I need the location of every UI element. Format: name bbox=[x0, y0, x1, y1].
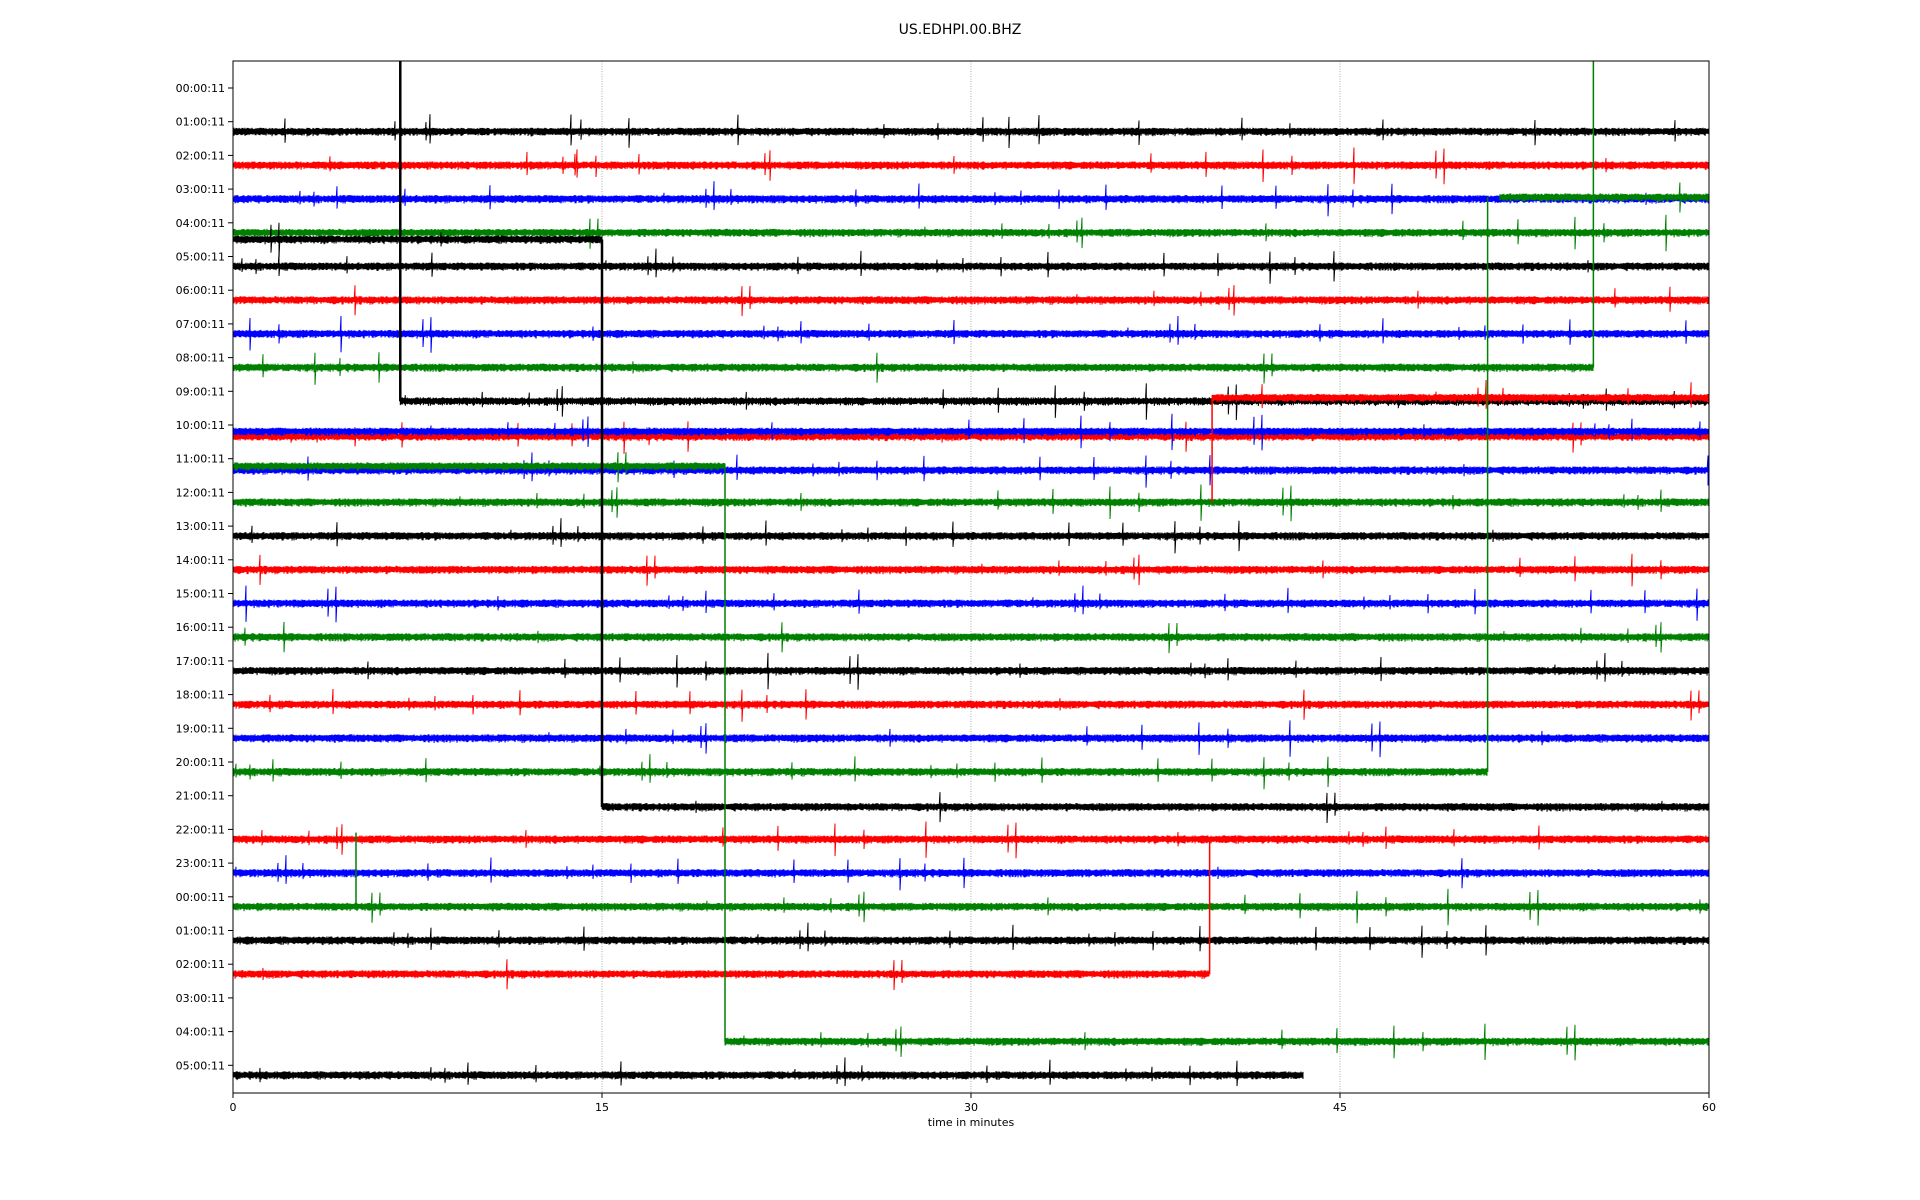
y-tick-label: 02:00:11 bbox=[176, 958, 225, 971]
y-tick-label: 03:00:11 bbox=[176, 183, 225, 196]
trace-green-28 bbox=[232, 888, 1710, 926]
y-tick-label: 05:00:11 bbox=[176, 1059, 225, 1072]
y-tick-label: 06:00:11 bbox=[176, 284, 225, 297]
trace-blue-27 bbox=[232, 855, 1710, 891]
y-tick-label: 23:00:11 bbox=[176, 857, 225, 870]
trace-green-31 bbox=[724, 1023, 1710, 1061]
y-tick-label: 15:00:11 bbox=[176, 588, 225, 601]
y-tick-label: 22:00:11 bbox=[176, 823, 225, 836]
y-tick-label: 20:00:11 bbox=[176, 756, 225, 769]
trace-red-7 bbox=[232, 285, 1710, 317]
y-tick-label: 05:00:11 bbox=[176, 251, 225, 264]
y-tick-label: 01:00:11 bbox=[176, 116, 225, 129]
trace-black-0 bbox=[232, 114, 1710, 149]
x-axis: 0 15 30 45 60 bbox=[230, 1093, 1716, 1114]
trace-red-26 bbox=[232, 821, 1710, 859]
trace-red-30 bbox=[232, 959, 1210, 991]
y-tick-label: 21:00:11 bbox=[176, 790, 225, 803]
trace-black-32 bbox=[232, 1057, 1304, 1087]
y-tick-label: 18:00:11 bbox=[176, 689, 225, 702]
y-tick-label: 02:00:11 bbox=[176, 149, 225, 162]
trace-green-20 bbox=[232, 621, 1710, 654]
x-tick-label: 15 bbox=[595, 1101, 609, 1114]
trace-black-6 bbox=[232, 248, 1710, 284]
x-axis-label: time in minutes bbox=[928, 1116, 1015, 1129]
y-tick-label: 08:00:11 bbox=[176, 352, 225, 365]
y-tick-label: 00:00:11 bbox=[176, 891, 225, 904]
trace-black-21 bbox=[232, 652, 1710, 690]
trace-green-15 bbox=[232, 452, 726, 483]
y-tick-label: 07:00:11 bbox=[176, 318, 225, 331]
trace-red-11 bbox=[1211, 379, 1709, 409]
x-tick-label: 45 bbox=[1333, 1101, 1347, 1114]
y-tick-label: 16:00:11 bbox=[176, 621, 225, 634]
y-tick-label: 11:00:11 bbox=[176, 453, 225, 466]
x-tick-label: 30 bbox=[964, 1101, 978, 1114]
trace-blue-23 bbox=[232, 720, 1710, 758]
y-tick-label: 10:00:11 bbox=[176, 419, 225, 432]
x-tick-label: 60 bbox=[1702, 1101, 1716, 1114]
trace-blue-8 bbox=[232, 315, 1710, 353]
trace-green-4 bbox=[232, 214, 1710, 252]
y-tick-label: 00:00:11 bbox=[176, 82, 225, 95]
y-tick-label: 13:00:11 bbox=[176, 520, 225, 533]
y-tick-label: 14:00:11 bbox=[176, 554, 225, 567]
y-tick-label: 04:00:11 bbox=[176, 1026, 225, 1039]
trace-black-25 bbox=[601, 792, 1710, 824]
trace-green-24 bbox=[232, 754, 1488, 790]
trace-black-29 bbox=[232, 922, 1710, 958]
trace-green-9 bbox=[232, 352, 1594, 385]
y-tick-label: 17:00:11 bbox=[176, 655, 225, 668]
trace-black-10 bbox=[399, 383, 1709, 421]
y-tick-label: 03:00:11 bbox=[176, 992, 225, 1005]
trace-red-1 bbox=[232, 147, 1710, 185]
trace-black-5 bbox=[232, 222, 603, 259]
x-tick-label: 0 bbox=[230, 1101, 237, 1114]
trace-green-16 bbox=[232, 484, 1710, 522]
y-tick-label: 04:00:11 bbox=[176, 217, 225, 230]
y-axis: 00:00:11 01:00:11 02:00:11 03:00:11 04:00:11… bbox=[176, 82, 233, 1072]
trace-green-3 bbox=[1499, 182, 1710, 213]
trace-blue-13 bbox=[232, 413, 1710, 451]
trace-red-12 bbox=[232, 421, 1710, 454]
chart-title: US.EDHPI.00.BHZ bbox=[898, 22, 1022, 38]
trace-blue-19 bbox=[232, 585, 1710, 623]
y-tick-label: 09:00:11 bbox=[176, 385, 225, 398]
y-tick-label: 12:00:11 bbox=[176, 486, 225, 499]
y-tick-label: 19:00:11 bbox=[176, 722, 225, 735]
trace-red-22 bbox=[232, 688, 1710, 722]
y-tick-label: 01:00:11 bbox=[176, 925, 225, 938]
trace-red-18 bbox=[232, 553, 1710, 587]
traces bbox=[232, 61, 1710, 1087]
trace-blue-2 bbox=[232, 181, 1710, 217]
trace-black-17 bbox=[232, 518, 1710, 554]
